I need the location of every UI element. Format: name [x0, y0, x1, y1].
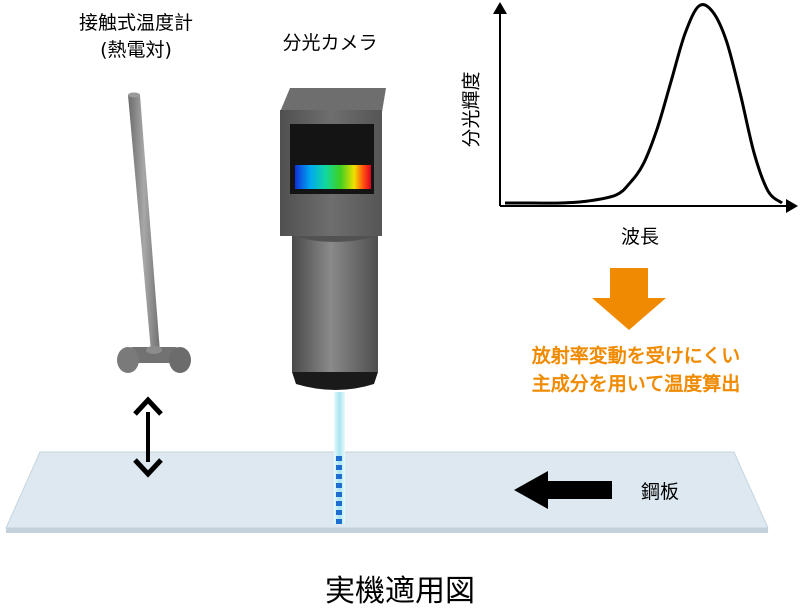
measurement-dot — [336, 483, 342, 488]
spectrum-chart — [493, 2, 798, 213]
method-description: 放射率変動を受けにくい 主成分を用いて温度算出 — [478, 342, 794, 398]
spectral-camera — [280, 88, 386, 390]
thermometer-label-line1: 接触式温度計 — [78, 12, 193, 34]
method-line2: 主成分を用いて温度算出 — [531, 373, 741, 395]
figure-caption: 実機適用図 — [325, 574, 475, 609]
method-line1: 放射率変動を受けにくい — [531, 345, 741, 367]
left-arrow-icon — [514, 471, 612, 509]
thermocouple — [117, 92, 191, 373]
measurement-dot — [336, 510, 342, 515]
down-arrow-icon — [592, 268, 666, 330]
measurement-dot — [336, 492, 342, 497]
measurement-dot — [336, 501, 342, 506]
double-headed-arrow-icon — [133, 396, 163, 478]
measurement-dot — [336, 465, 342, 470]
chart-y-label: 分光輝度 — [460, 71, 483, 148]
chart-x-arrowhead — [786, 199, 798, 213]
camera-label: 分光カメラ — [282, 32, 378, 54]
steel-plate-label: 鋼板 — [640, 481, 679, 503]
steel-plate — [5, 451, 769, 533]
measurement-dot — [336, 474, 342, 479]
measurement-dot — [336, 519, 342, 524]
thermometer-label-line2: (熱電対) — [100, 39, 172, 61]
thermometer-label: 接触式温度計 (熱電対) — [46, 10, 226, 64]
chart-y-arrowhead — [493, 2, 507, 14]
chart-x-label: 波長 — [620, 226, 659, 248]
measurement-line — [336, 456, 342, 524]
chart-series-line — [505, 3, 783, 205]
measurement-dot — [336, 456, 342, 461]
